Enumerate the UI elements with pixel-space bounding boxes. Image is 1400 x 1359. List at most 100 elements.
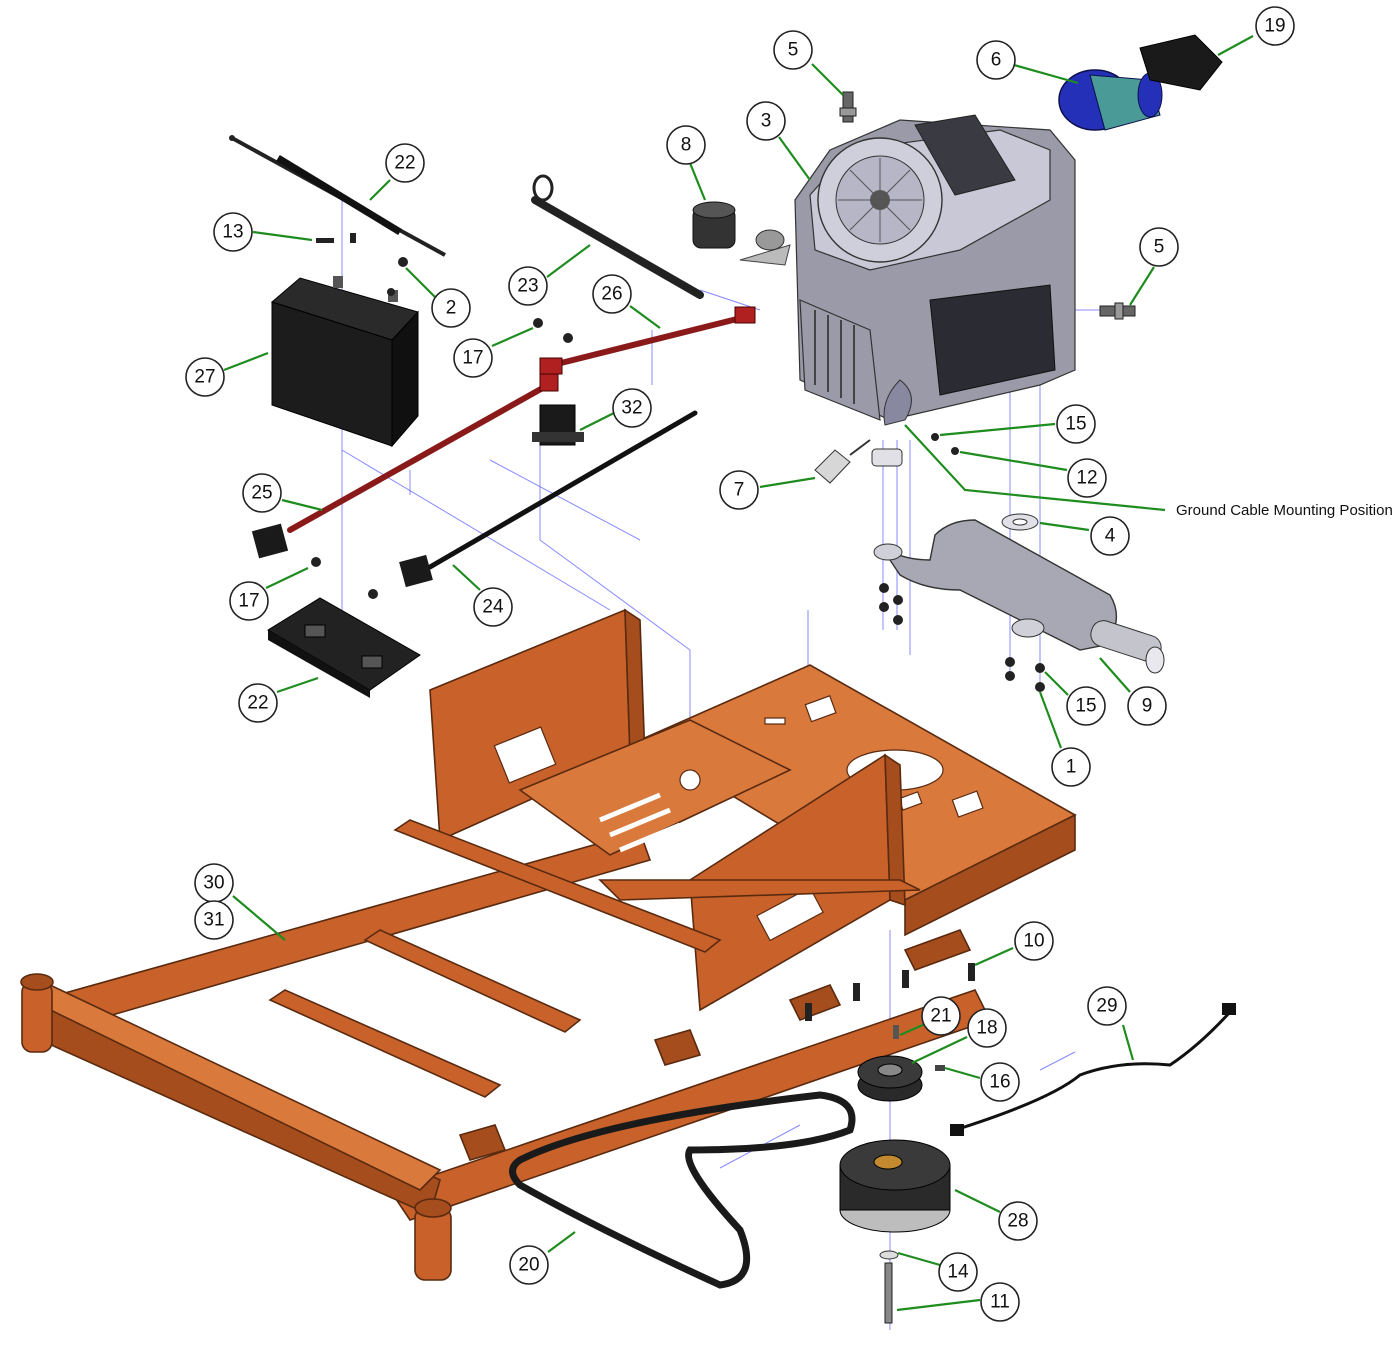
callout-23: 23 [508,266,548,306]
callout-22-top: 22 [385,143,425,183]
callout-15-upper: 15 [1056,404,1096,444]
callout-label: 23 [517,276,538,297]
callout-label: 16 [989,1072,1010,1093]
callout-14: 14 [938,1252,978,1292]
callout-label: 10 [1023,931,1044,952]
spark-plug-top [839,91,857,123]
callout-label: 28 [1007,1211,1028,1232]
battery-cable-positive [251,372,559,559]
callout-label: 27 [194,367,215,388]
callout-16: 16 [980,1062,1020,1102]
callout-5-side: 5 [1139,227,1179,267]
clutch-wire-harness [950,1003,1236,1136]
callout-label: 6 [991,50,1002,71]
callout-label: 11 [990,1292,1010,1313]
callout-label: 13 [222,222,243,243]
callout-31: 31 [194,900,234,940]
callout-label: 8 [681,135,692,156]
callout-28: 28 [998,1201,1038,1241]
callout-label: 32 [621,398,642,419]
callout-label: 5 [1154,237,1165,258]
callout-label: 17 [462,348,483,369]
callout-label: 9 [1142,696,1153,717]
callout-5-top: 5 [773,30,813,70]
callout-label: 14 [947,1262,969,1283]
callout-27: 27 [185,357,225,397]
callout-label: 21 [930,1006,951,1027]
callout-24: 24 [473,587,513,627]
callout-17-lower: 17 [229,581,269,621]
callout-18: 18 [967,1008,1007,1048]
callout-3: 3 [746,101,786,141]
leader-lines [223,35,1254,1312]
callout-26: 26 [592,274,632,314]
muffler [873,519,1165,674]
callout-label: 15 [1075,696,1096,717]
callout-1: 1 [1051,747,1091,787]
callout-label: 12 [1076,468,1097,489]
callout-label: 30 [203,873,224,894]
exhaust-gasket [871,448,1039,531]
drive-belt [509,1091,856,1289]
callout-label: 22 [247,693,268,714]
battery [270,276,419,448]
callout-25: 25 [242,473,282,513]
oil-filter [692,201,736,249]
air-cleaner [1058,69,1163,131]
callout-label: 18 [976,1018,997,1039]
callout-label: 15 [1065,414,1086,435]
ground-cable-note: Ground Cable Mounting Position [1176,502,1393,519]
set-screw [935,1065,945,1071]
callout-20: 20 [509,1245,549,1285]
callout-30: 30 [194,863,234,903]
battery-hold-down [229,135,446,257]
callout-label: 1 [1066,757,1077,778]
callout-7: 7 [719,470,759,510]
screws [311,233,573,599]
engine [739,114,1076,426]
callout-label: 17 [238,591,259,612]
dipstick-tube [531,174,704,299]
engine-pulley [857,1055,923,1102]
callout-9: 9 [1127,686,1167,726]
callout-4: 4 [1090,516,1130,556]
starter-solenoid [532,404,584,446]
callout-19: 19 [1255,6,1295,46]
callout-label: 26 [601,284,622,305]
fuel-filter [814,439,871,484]
callout-8: 8 [666,125,706,165]
callout-label: 20 [518,1255,539,1276]
callout-label: 29 [1096,996,1117,1017]
callout-label: 7 [734,480,745,501]
air-filter-band [1139,34,1223,91]
hardware-nuts [879,433,1045,692]
callout-label: 19 [1264,16,1285,37]
callout-15-lower: 15 [1066,686,1106,726]
callout-label: 31 [203,910,224,931]
callout-12: 12 [1067,458,1107,498]
clutch-bolt [884,1262,893,1324]
callout-label: 2 [446,298,457,319]
callout-10: 10 [1014,921,1054,961]
callout-21: 21 [921,996,961,1036]
clutch-washer [879,1250,899,1260]
callout-11: 11 [980,1282,1020,1322]
callout-22-bottom: 22 [238,683,278,723]
callout-label: 24 [482,597,504,618]
ground-cable [399,410,698,588]
callout-label: 3 [761,111,772,132]
spark-plug-side [1099,302,1136,320]
pulley-key [893,1025,899,1039]
callout-32: 32 [612,388,652,428]
callout-label: 22 [394,153,415,174]
chassis-frame [20,608,1077,1281]
callout-label: 5 [788,40,799,61]
battery-tray [267,597,421,698]
callout-2: 2 [431,288,471,328]
callout-6: 6 [976,40,1016,80]
callout-29: 29 [1087,986,1127,1026]
callout-label: 4 [1105,526,1116,547]
callout-17-upper: 17 [453,338,493,378]
callout-label: 25 [251,483,272,504]
